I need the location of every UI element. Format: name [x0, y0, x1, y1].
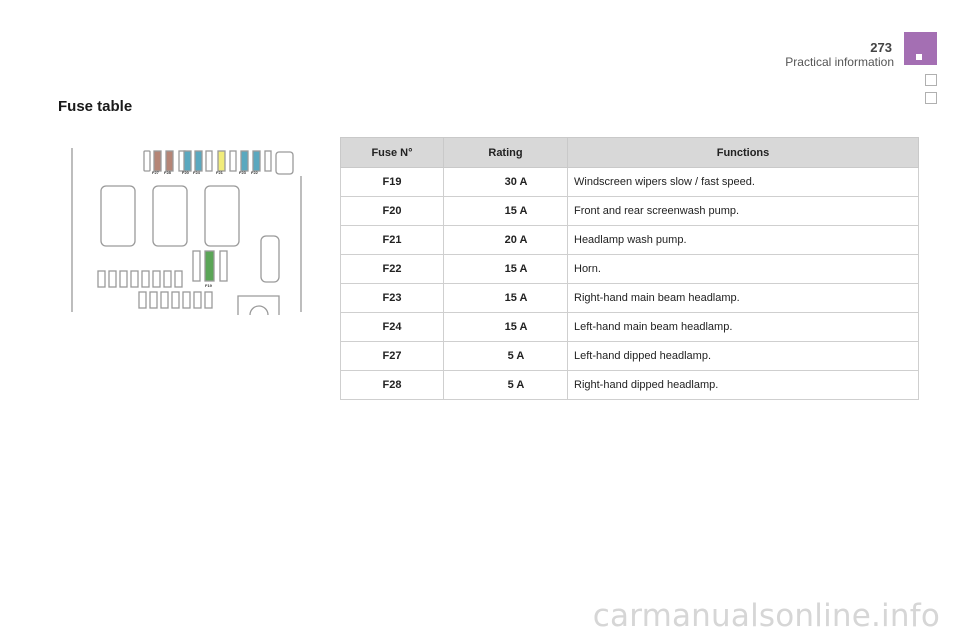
- section-tab-marker: [904, 32, 937, 65]
- function-cell: Headlamp wash pump.: [567, 225, 919, 255]
- fuse-label-f20: F20: [182, 170, 190, 175]
- function-cell: Front and rear screenwash pump.: [567, 196, 919, 226]
- relay-block: [204, 185, 240, 247]
- rating-cell: 5 A: [443, 370, 568, 400]
- column-header-functions: Functions: [567, 137, 919, 168]
- fuse-slot: [204, 291, 213, 309]
- fuse-f21: [217, 150, 226, 172]
- rating-cell: 15 A: [443, 254, 568, 284]
- fuse-slot: [171, 291, 180, 309]
- fuse-label-f24: F24: [193, 170, 201, 175]
- fuse-label-f19: F19: [205, 283, 213, 288]
- table-row: F28 5 A Right-hand dipped headlamp.: [340, 370, 919, 400]
- page-title: Fuse table: [58, 98, 133, 115]
- fuse-table: Fuse N° Rating Functions F19 30 A Windsc…: [340, 137, 919, 400]
- function-cell: Left-hand dipped headlamp.: [567, 341, 919, 371]
- function-cell: Left-hand main beam headlamp.: [567, 312, 919, 342]
- fuse-slot: [97, 270, 106, 288]
- fuse-box-diagram: F27 F28 F20 F24 F21 F23 F22 F19: [71, 148, 302, 315]
- function-cell: Horn.: [567, 254, 919, 284]
- fuse-slot: [264, 150, 272, 172]
- connector-arc: [249, 305, 269, 315]
- fuse-slot: [108, 270, 117, 288]
- fuse-slot: [163, 270, 172, 288]
- column-header-rating: Rating: [443, 137, 568, 168]
- fuse-slot: [160, 291, 169, 309]
- fuse-number-cell: F23: [340, 283, 444, 313]
- fuse-f24: [194, 150, 203, 172]
- fuse-slot: [119, 270, 128, 288]
- fuse-slot: [193, 291, 202, 309]
- rating-cell: 15 A: [443, 196, 568, 226]
- fuse-number-cell: F19: [340, 167, 444, 197]
- fuse-slot: [229, 150, 237, 172]
- section-title: Practical information: [785, 55, 894, 69]
- page-number: 273: [870, 40, 892, 55]
- fuse-number-cell: F24: [340, 312, 444, 342]
- table-row: F24 15 A Left-hand main beam headlamp.: [340, 312, 919, 342]
- fuse-label-f27: F27: [152, 170, 160, 175]
- tab-box-empty: [925, 92, 937, 104]
- fuse-number-cell: F21: [340, 225, 444, 255]
- fuse-f20: [183, 150, 192, 172]
- fuse-f19: [204, 250, 215, 282]
- fuse-f28: [165, 150, 174, 172]
- relay-block: [152, 185, 188, 247]
- fuse-f23: [240, 150, 249, 172]
- rating-cell: 30 A: [443, 167, 568, 197]
- rating-cell: 5 A: [443, 341, 568, 371]
- fuse-slot: [149, 291, 158, 309]
- watermark: carmanualsonline.info: [592, 598, 940, 634]
- fuse-label-f23: F23: [239, 170, 247, 175]
- fuse-number-cell: F22: [340, 254, 444, 284]
- fuse-label-f21: F21: [216, 170, 224, 175]
- fuse-slot: [219, 250, 228, 282]
- function-cell: Windscreen wipers slow / fast speed.: [567, 167, 919, 197]
- tab-box-empty: [925, 74, 937, 86]
- rating-cell: 20 A: [443, 225, 568, 255]
- fuse-slot-large: [275, 151, 294, 175]
- tab-dot: [916, 54, 922, 60]
- fuse-label-f22: F22: [251, 170, 259, 175]
- table-row: F22 15 A Horn.: [340, 254, 919, 284]
- table-row: F23 15 A Right-hand main beam headlamp.: [340, 283, 919, 313]
- fuse-slot: [182, 291, 191, 309]
- relay-block: [100, 185, 136, 247]
- fuse-number-cell: F20: [340, 196, 444, 226]
- table-header-row: Fuse N° Rating Functions: [340, 137, 919, 168]
- fuse-labels: F27 F28 F20 F24 F21 F23 F22 F19: [152, 170, 259, 288]
- fuse-slot: [141, 270, 150, 288]
- fuse-number-cell: F28: [340, 370, 444, 400]
- fuse-slot: [205, 150, 213, 172]
- fuse-slot: [130, 270, 139, 288]
- fuse-slot: [152, 270, 161, 288]
- table-row: F20 15 A Front and rear screenwash pump.: [340, 196, 919, 226]
- fuse-number-cell: F27: [340, 341, 444, 371]
- fuse-slot: [143, 150, 151, 172]
- rating-cell: 15 A: [443, 283, 568, 313]
- table-row: F27 5 A Left-hand dipped headlamp.: [340, 341, 919, 371]
- table-row: F19 30 A Windscreen wipers slow / fast s…: [340, 167, 919, 197]
- fuse-slot: [192, 250, 201, 282]
- function-cell: Right-hand dipped headlamp.: [567, 370, 919, 400]
- fuse-slot: [138, 291, 147, 309]
- fuse-f27: [153, 150, 162, 172]
- function-cell: Right-hand main beam headlamp.: [567, 283, 919, 313]
- fuse-f22: [252, 150, 261, 172]
- table-row: F21 20 A Headlamp wash pump.: [340, 225, 919, 255]
- relay-block-small: [260, 235, 280, 283]
- fuse-slot: [174, 270, 183, 288]
- rating-cell: 15 A: [443, 312, 568, 342]
- fuse-label-f28: F28: [164, 170, 172, 175]
- column-header-fuse: Fuse N°: [340, 137, 444, 168]
